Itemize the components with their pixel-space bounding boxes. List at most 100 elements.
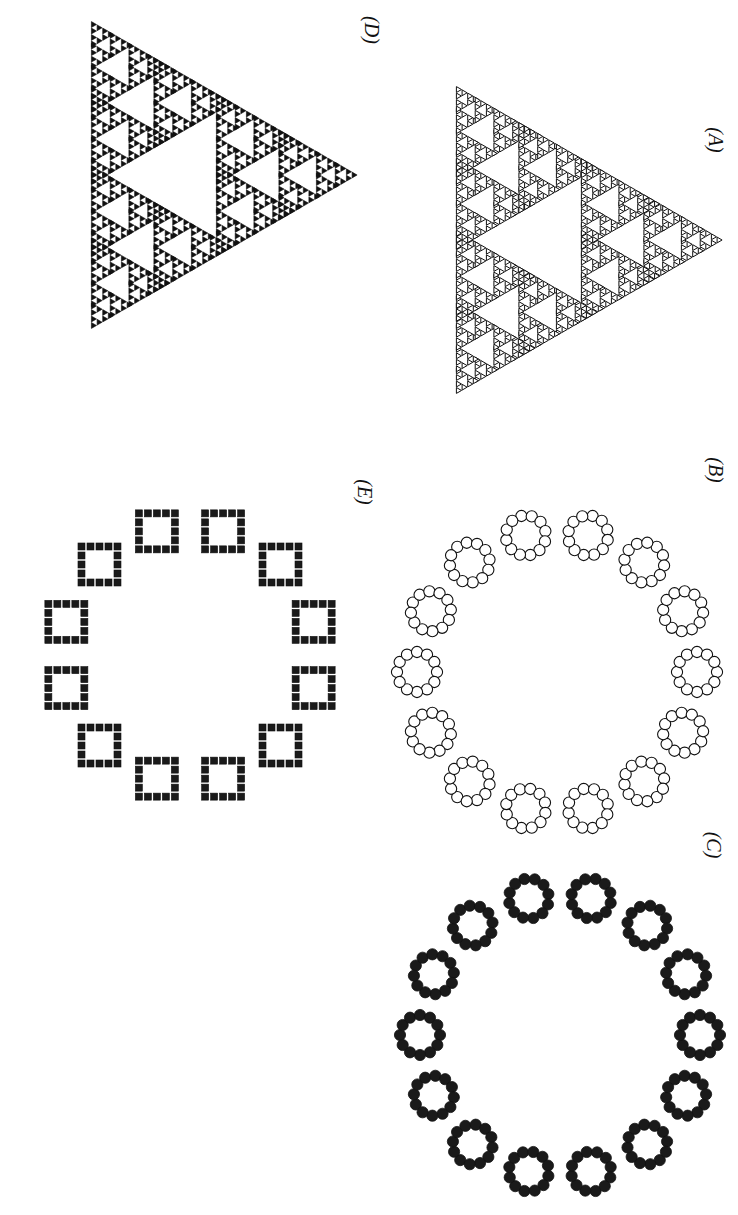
square-element [81, 618, 88, 625]
triangle-element [456, 93, 461, 99]
triangle-element [153, 130, 158, 136]
circle-element [445, 604, 456, 615]
triangle-element [103, 122, 108, 128]
triangle-element [91, 244, 96, 250]
triangle-element [165, 252, 170, 258]
triangle-element [148, 211, 153, 217]
triangle-element [178, 229, 183, 235]
triangle-element [556, 164, 561, 170]
triangle-element [333, 183, 338, 189]
triangle-element [500, 112, 505, 118]
triangle-element [309, 154, 314, 160]
triangle-element [165, 108, 170, 114]
triangle-element [191, 224, 196, 230]
triangle-element [241, 180, 246, 186]
triangle-element [254, 128, 259, 134]
triangle-element [456, 244, 461, 250]
triangle-element [494, 344, 499, 350]
triangle-element [222, 132, 227, 138]
triangle-element [530, 136, 535, 142]
circle-element [467, 577, 478, 588]
triangle-element [513, 204, 518, 210]
triangle-element [519, 339, 524, 345]
triangle-element [492, 223, 497, 229]
triangle-element [519, 345, 524, 351]
square-element [202, 528, 209, 535]
triangle-element [475, 117, 480, 123]
triangle-element [549, 140, 554, 146]
triangle-element [97, 319, 102, 325]
triangle-element [593, 237, 598, 243]
triangle-element [649, 276, 654, 282]
triangle-element [97, 25, 102, 31]
triangle-element [121, 118, 126, 124]
triangle-element [462, 350, 467, 356]
triangle-element [456, 316, 461, 322]
circle-element [623, 927, 634, 938]
triangle-element [650, 254, 655, 260]
triangle-element [473, 356, 478, 362]
square-element [78, 561, 85, 568]
circle-element [701, 684, 712, 695]
square-element [144, 793, 151, 800]
triangle-element [549, 334, 554, 340]
triangle-element [110, 118, 115, 124]
triangle-element [116, 223, 121, 229]
triangle-element [160, 126, 165, 132]
circle-element [514, 784, 525, 795]
triangle-element [165, 258, 170, 264]
triangle-element [468, 237, 473, 243]
circle-element [471, 794, 482, 805]
square-element [162, 793, 169, 800]
triangle-element [153, 143, 158, 149]
triangle-element [91, 178, 96, 184]
triangle-element [505, 143, 510, 149]
triangle-element [91, 185, 96, 191]
triangle-element [91, 144, 96, 150]
triangle-element [91, 100, 96, 106]
triangle-element [191, 230, 196, 236]
circle-element [591, 912, 602, 923]
triangle-element [265, 216, 270, 222]
triangle-element [519, 280, 524, 286]
triangle-element [687, 254, 692, 260]
triangle-element [593, 309, 598, 315]
triangle-element [103, 93, 108, 99]
square-element [78, 733, 85, 740]
triangle-element [462, 155, 467, 161]
circle-element [474, 1157, 485, 1168]
triangle-element [208, 255, 213, 261]
triangle-element [500, 256, 505, 262]
square-element [63, 636, 70, 643]
triangle-element [140, 50, 145, 56]
triangle-element [91, 316, 96, 322]
triangle-element [456, 100, 461, 106]
triangle-element [91, 71, 96, 77]
triangle-element [519, 179, 524, 185]
triangle-element [462, 168, 467, 174]
triangle-element [663, 262, 668, 268]
triangle-element [663, 256, 668, 262]
figure-label: (C) [704, 832, 724, 859]
square-element [220, 757, 227, 764]
triangle-element [473, 161, 478, 167]
circle-element [657, 550, 668, 561]
triangle-element [129, 63, 134, 69]
square-element [310, 600, 317, 607]
triangle-element [456, 115, 461, 121]
triangle-element [273, 139, 278, 145]
triangle-element [468, 316, 473, 322]
triangle-element [481, 144, 486, 150]
triangle-element [116, 92, 121, 98]
triangle-element [129, 150, 134, 156]
triangle-element [518, 352, 523, 358]
triangle-element [468, 287, 473, 293]
circle-element [431, 666, 442, 677]
triangle-element [581, 266, 586, 272]
triangle-element [473, 234, 478, 240]
triangle-element [97, 285, 102, 291]
triangle-element [494, 136, 499, 142]
triangle-element [160, 117, 165, 123]
circle-element [529, 1185, 540, 1196]
triangle-element [456, 222, 461, 228]
